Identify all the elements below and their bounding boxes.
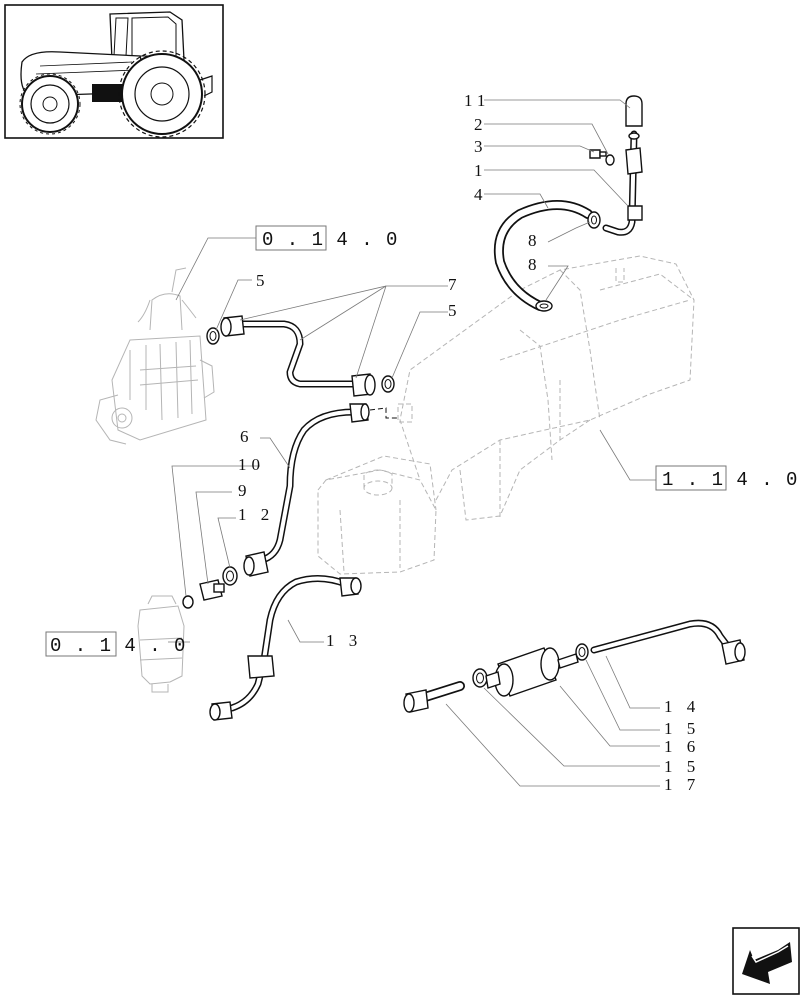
feed-pipe-6 [243, 403, 398, 577]
reference-pump-text: 0 . 1 4 . 0 [262, 229, 398, 251]
label-part-1: 1 [474, 161, 488, 180]
reference-filter-text: 0 . 1 4 . 0 [50, 635, 186, 657]
leader-lines [168, 99, 660, 787]
inline-filter-assembly [403, 619, 746, 713]
reference-box-pump[interactable]: 0 . 1 4 . 0 [255, 225, 398, 251]
part-labels: 11 2 3 1 4 8 8 5 7 5 6 10 9 1 2 1 3 1 4 … [238, 91, 700, 794]
tractor-thumbnail-icon[interactable] [4, 4, 224, 139]
label-part-8-lower: 8 [528, 255, 542, 274]
fuel-tank-ghost [317, 255, 695, 575]
label-part-15-lower: 1 5 [664, 757, 700, 776]
return-pipe-7 [206, 315, 395, 397]
filter-fittings [182, 566, 238, 609]
next-page-arrow-icon[interactable] [732, 927, 800, 995]
label-part-16: 1 6 [664, 737, 700, 756]
vent-tube-assembly [589, 95, 643, 236]
reference-box-filter[interactable]: 0 . 1 4 . 0 [45, 631, 186, 657]
label-part-10: 10 [238, 455, 265, 474]
label-part-2: 2 [474, 115, 488, 134]
injection-pump-ghost [95, 267, 215, 445]
label-part-6: 6 [240, 427, 254, 446]
label-part-5-left: 5 [256, 271, 270, 290]
reference-box-tank[interactable]: 1 . 1 4 . 0 [655, 465, 798, 491]
label-part-7: 7 [448, 275, 462, 294]
label-part-9: 9 [238, 481, 252, 500]
filter-pipe-13 [209, 575, 362, 721]
fuel-filter-ghost [137, 595, 185, 693]
reference-tank-text: 1 . 1 4 . 0 [662, 469, 798, 491]
label-part-14: 1 4 [664, 697, 700, 716]
label-part-17: 1 7 [664, 775, 700, 794]
label-part-13: 1 3 [326, 631, 362, 650]
label-part-11: 11 [464, 91, 490, 110]
label-part-3: 3 [474, 137, 488, 156]
label-part-15-upper: 1 5 [664, 719, 700, 738]
label-part-12: 1 2 [238, 505, 274, 524]
label-part-5-right: 5 [448, 301, 462, 320]
vent-hose-assembly [494, 200, 601, 312]
label-part-4: 4 [474, 185, 488, 204]
label-part-8-upper: 8 [528, 231, 542, 250]
